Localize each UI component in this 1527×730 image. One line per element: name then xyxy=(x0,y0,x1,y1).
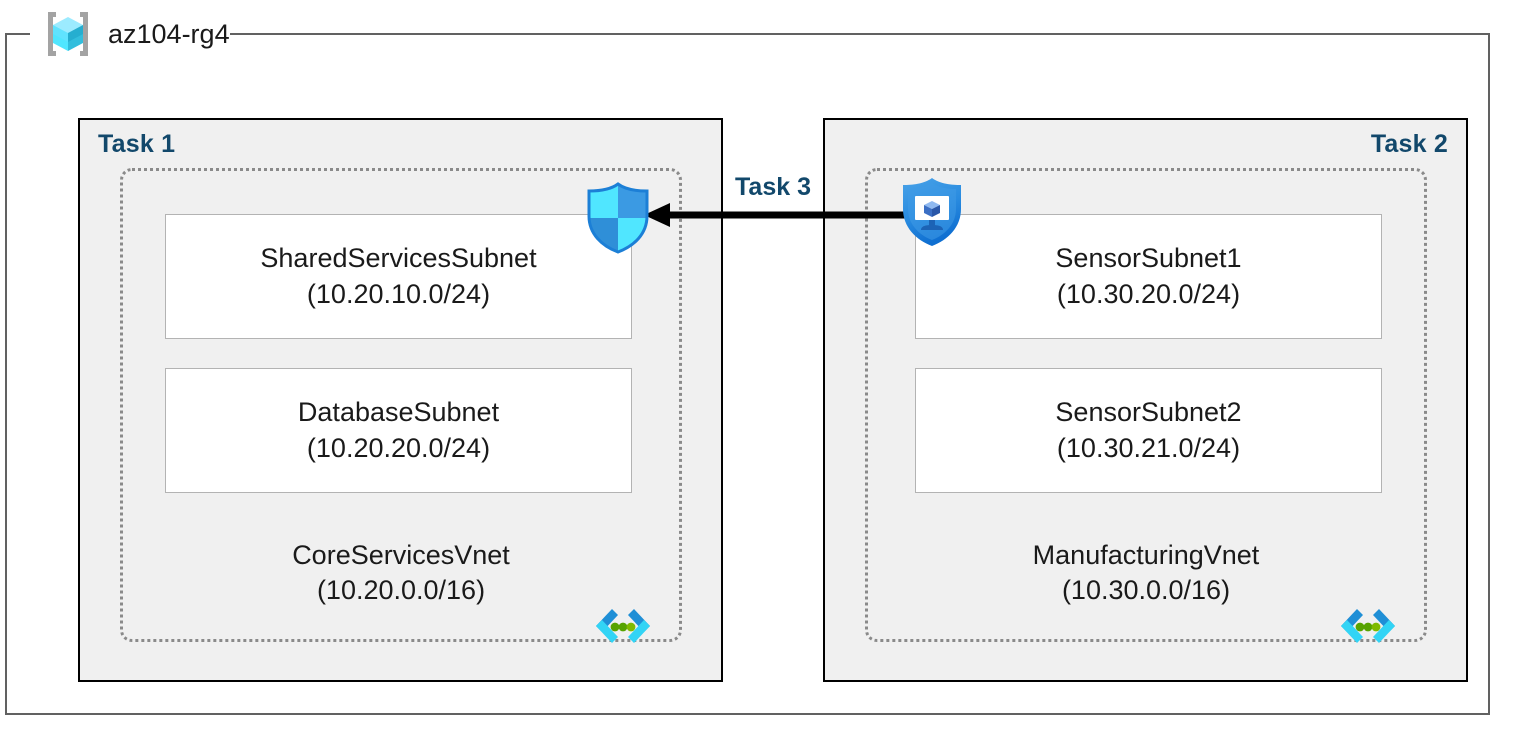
core-services-vnet-box xyxy=(120,168,682,642)
manufacturing-vnet-caption: ManufacturingVnet (10.30.0.0/16) xyxy=(865,538,1427,608)
resource-group-frame xyxy=(5,33,1490,715)
subnet-sensor-2: SensorSubnet2 (10.30.21.0/24) xyxy=(915,368,1382,493)
left-arrow-connector xyxy=(630,202,920,228)
core-services-vnet-caption: CoreServicesVnet (10.20.0.0/16) xyxy=(120,538,682,608)
vnet-name: ManufacturingVnet xyxy=(1032,540,1260,570)
task-3-label: Task 3 xyxy=(723,173,823,202)
resource-group-header: az104-rg4 xyxy=(42,8,230,60)
subnet-shared-services: SharedServicesSubnet (10.20.10.0/24) xyxy=(165,214,632,339)
vnet-cidr: (10.30.0.0/16) xyxy=(1061,575,1231,606)
bastion-shield-monitor-icon xyxy=(899,176,965,248)
vnet-cidr: (10.20.0.0/16) xyxy=(316,575,486,606)
task-1-label: Task 1 xyxy=(98,130,176,158)
subnet-cidr: (10.30.21.0/24) xyxy=(1056,432,1241,463)
subnet-cidr: (10.20.10.0/24) xyxy=(306,278,491,309)
subnet-sensor-1: SensorSubnet1 (10.30.20.0/24) xyxy=(915,214,1382,339)
manufacturing-vnet-box xyxy=(865,168,1427,642)
virtual-network-icon xyxy=(1337,605,1399,649)
subnet-name: SensorSubnet1 xyxy=(1055,243,1242,274)
resource-group-name: az104-rg4 xyxy=(108,18,230,49)
subnet-name: DatabaseSubnet xyxy=(297,397,500,428)
subnet-cidr: (10.20.20.0/24) xyxy=(306,432,491,463)
task-2-label: Task 2 xyxy=(1370,130,1448,158)
resource-group-cube-icon xyxy=(42,8,94,60)
subnet-name: SharedServicesSubnet xyxy=(260,243,537,274)
subnet-name: SensorSubnet2 xyxy=(1055,397,1242,428)
vnet-name: CoreServicesVnet xyxy=(292,540,510,570)
network-security-group-shield-icon xyxy=(584,182,652,254)
subnet-cidr: (10.30.20.0/24) xyxy=(1056,278,1241,309)
virtual-network-icon xyxy=(592,605,654,649)
subnet-database: DatabaseSubnet (10.20.20.0/24) xyxy=(165,368,632,493)
